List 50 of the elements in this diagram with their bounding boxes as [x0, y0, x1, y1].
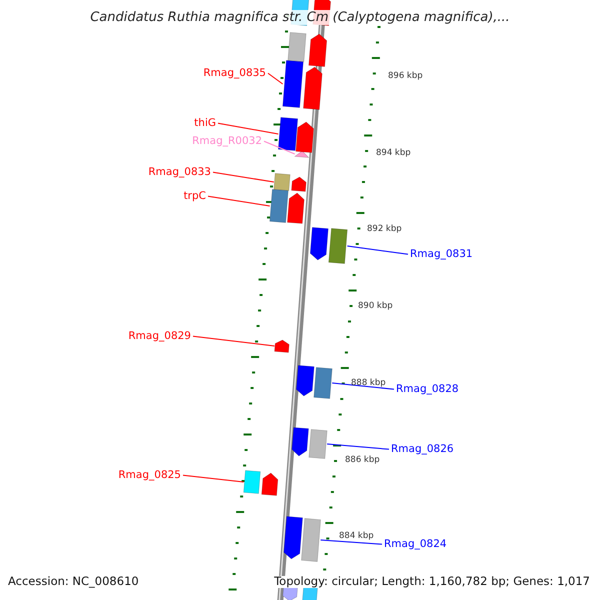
gene-block	[294, 150, 309, 158]
footer-text: Accession: NC_008610	[8, 576, 139, 588]
gene-block	[308, 34, 327, 67]
leader-line	[182, 474, 244, 482]
gene-block	[274, 173, 290, 191]
leader-line	[208, 196, 270, 206]
leader-line	[326, 444, 390, 450]
scale-label: 888 kbp	[351, 379, 386, 388]
gene-block	[301, 518, 321, 562]
leader-line	[212, 172, 274, 182]
gene-block	[274, 340, 290, 353]
scale-label: 890 kbp	[358, 302, 393, 310]
gene-block	[261, 472, 278, 496]
gene-label: Rmag_0824	[384, 539, 447, 550]
scale-label: 886 kbp	[345, 456, 380, 464]
gene-label: Rmag_0831	[410, 249, 473, 260]
gene-block	[282, 60, 304, 108]
gene-label: thiG	[194, 118, 216, 128]
leader-line	[264, 140, 296, 154]
scale-label: 894 kbp	[376, 149, 411, 158]
gene-label: Rmag_0826	[391, 444, 454, 454]
leader-line	[332, 382, 394, 390]
gene-label: Rmag_0835	[203, 68, 266, 78]
scale-label: 884 kbp	[339, 532, 374, 540]
gene-block	[328, 228, 348, 264]
gene-block	[278, 117, 298, 151]
gene-label: Rmag_0828	[396, 384, 459, 394]
leader-line	[320, 540, 382, 545]
leader-line	[192, 336, 276, 346]
gene-block	[243, 470, 261, 494]
gene-block	[314, 367, 332, 399]
gene-block	[292, 427, 309, 456]
gene-block	[303, 66, 322, 110]
gene-block	[270, 189, 288, 223]
gene-block	[310, 227, 328, 260]
gene-label: Rmag_0829	[128, 331, 191, 342]
gene-block	[296, 122, 314, 153]
gene-label: Rmag_0825	[118, 470, 181, 480]
leader-line	[268, 72, 284, 84]
gene-block	[308, 429, 328, 459]
scale-label: 896 kbp	[388, 72, 423, 80]
gene-label: Rmag_R0032	[192, 136, 262, 146]
gene-label: trpC	[184, 191, 206, 202]
gene-block	[296, 365, 314, 396]
leader-line	[218, 122, 279, 134]
footer-text: Topology: circular; Length: 1,160,782 bp; Genes: 1,017	[274, 576, 590, 588]
gene-block	[288, 32, 306, 62]
scale-label: 892 kbp	[367, 225, 402, 234]
gene-label: Rmag_0833	[148, 167, 211, 178]
gene-block	[284, 516, 303, 560]
